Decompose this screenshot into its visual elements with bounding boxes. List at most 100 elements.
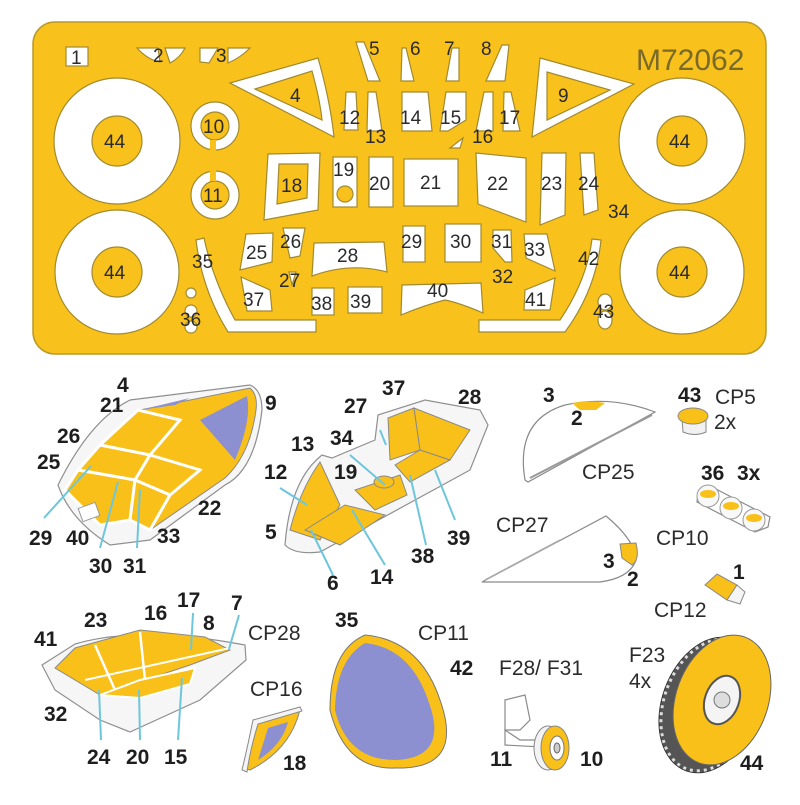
mask-14 <box>401 91 433 132</box>
cp28-label-23: 23 <box>84 609 107 632</box>
mask-3a <box>199 47 220 64</box>
mask-31 <box>492 229 513 263</box>
mask-42-strip <box>478 238 602 333</box>
label-34: 34 <box>330 427 354 450</box>
mask-23 <box>539 152 567 226</box>
mask-label-2: 2 <box>153 46 164 67</box>
label-22: 22 <box>198 497 221 520</box>
label-25: 25 <box>37 451 61 474</box>
canopy-front-diagram: 4 21 9 26 25 22 29 40 33 30 31 <box>29 374 277 578</box>
mask-label-42: 42 <box>578 249 599 270</box>
mask-label-23: 23 <box>541 174 562 195</box>
mask-44-top-left: 44 <box>53 77 181 205</box>
label-19: 19 <box>334 461 357 484</box>
label-31: 31 <box>123 555 147 578</box>
product-code: M72062 <box>636 44 744 77</box>
mask-label-26: 26 <box>280 232 301 253</box>
label-37: 37 <box>382 377 405 400</box>
f28-f31-part: F28/ F31 <box>499 657 583 680</box>
label-27: 27 <box>344 395 367 418</box>
cp12-label-1: 1 <box>733 561 745 584</box>
mask-label-35: 35 <box>192 252 213 273</box>
mask-label-28: 28 <box>337 246 358 267</box>
cp10-label-36: 36 <box>701 462 724 485</box>
cp28-label-24: 24 <box>87 746 111 769</box>
mask-7 <box>445 47 460 82</box>
cp28-label-41: 41 <box>34 628 58 651</box>
mask-label-5: 5 <box>369 39 380 60</box>
svg-text:44: 44 <box>669 132 691 153</box>
mask-label-19: 19 <box>333 160 354 181</box>
mask-36-b <box>184 320 198 334</box>
mask-label-20: 20 <box>369 174 390 195</box>
cp11-part: CP11 <box>418 622 469 645</box>
mask-label-3: 3 <box>216 46 227 67</box>
mask-20 <box>368 156 394 208</box>
cp28-part: CP28 <box>248 622 301 645</box>
mask-27 <box>288 271 297 288</box>
cp28-label-20: 20 <box>126 746 149 769</box>
mask-label-24: 24 <box>578 174 600 195</box>
mask-16 <box>475 91 494 132</box>
mask-9-inner <box>546 71 612 121</box>
svg-text:44: 44 <box>104 263 126 284</box>
label-29: 29 <box>29 527 52 550</box>
cp28-diagram: 41 23 16 17 8 7 CP28 32 24 20 15 <box>34 589 301 769</box>
cp11-label-35: 35 <box>335 609 359 632</box>
mask-label-17: 17 <box>499 108 520 129</box>
cp28-label-8: 8 <box>203 612 215 635</box>
cp5-part: CP5 <box>715 386 756 409</box>
mask-43-b <box>597 310 613 330</box>
mask-29 <box>402 225 426 263</box>
mask-label-11: 11 <box>203 186 223 207</box>
f28-f31-diagram: F28/ F31 11 10 <box>490 657 603 771</box>
mask-label-15: 15 <box>440 108 461 129</box>
mask-2a <box>135 47 161 63</box>
mask-44-top-right: 44 <box>618 77 746 205</box>
cp16-part: CP16 <box>250 678 303 701</box>
mask-40 <box>400 282 484 316</box>
cp16-diagram: CP16 18 <box>241 678 307 775</box>
mask-label-40: 40 <box>427 281 448 302</box>
cp28-label-17: 17 <box>177 589 200 612</box>
cp10-part: CP10 <box>656 527 709 550</box>
cp27-part: CP27 <box>496 514 549 537</box>
cp5-count: 2x <box>714 411 737 434</box>
label-14: 14 <box>370 566 394 589</box>
mask-44-bottom-left: 44 <box>54 209 180 335</box>
mask-label-37: 37 <box>243 290 264 311</box>
mask-8 <box>485 44 510 82</box>
mask-11-gap <box>210 169 216 181</box>
f23-part: F23 <box>629 644 665 667</box>
cockpit-side-diagram: 37 28 27 13 34 12 19 5 38 39 6 14 <box>264 377 489 595</box>
mask-label-10: 10 <box>203 117 224 138</box>
mask-35-strip <box>195 237 317 333</box>
label-40: 40 <box>66 527 89 550</box>
mask-44-bottom-right: 44 <box>619 209 745 335</box>
label-4: 4 <box>117 374 129 397</box>
mask-sheet: M72062 1 2 3 4 5 6 7 8 9 10 <box>32 21 767 355</box>
mask-label-29: 29 <box>401 232 422 253</box>
mask-label-18: 18 <box>281 176 302 197</box>
mask-label-27: 27 <box>279 271 300 292</box>
cp27-label-2: 2 <box>627 568 639 591</box>
cp5-label-43: 43 <box>678 384 701 407</box>
mask-28 <box>311 241 388 277</box>
label-33: 33 <box>157 525 180 548</box>
svg-text:44: 44 <box>669 263 691 284</box>
cp28-label-32: 32 <box>44 703 67 726</box>
mask-30 <box>444 223 482 263</box>
label-28: 28 <box>458 386 482 409</box>
mask-label-30: 30 <box>450 232 471 253</box>
cp16-label-18: 18 <box>283 752 307 775</box>
mask-21 <box>403 158 459 207</box>
f23-count: 4x <box>629 670 652 693</box>
mask-18-inner <box>276 163 309 205</box>
svg-text:44: 44 <box>104 132 126 153</box>
mask-3b <box>227 47 252 64</box>
mask-label-32: 32 <box>492 267 513 288</box>
mask-38 <box>311 287 335 316</box>
mask-label-31: 31 <box>491 232 512 253</box>
mask-39 <box>347 286 383 314</box>
mask-36-a <box>184 304 198 318</box>
